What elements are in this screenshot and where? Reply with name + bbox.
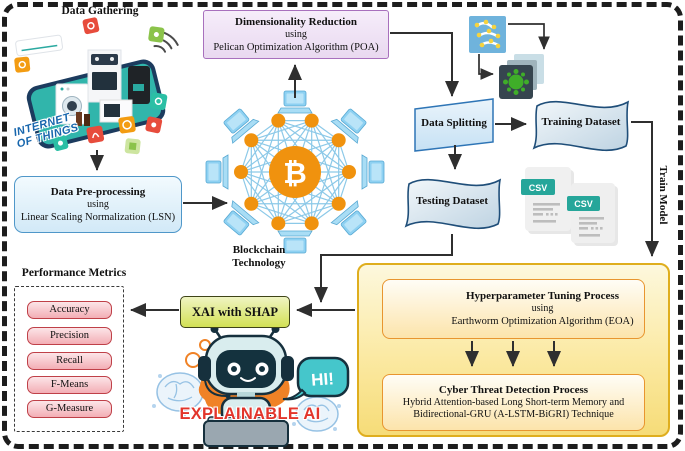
train-model-label: Train Model: [657, 165, 669, 225]
speech-text: HI!: [311, 369, 335, 390]
performance-metrics-box: [14, 286, 124, 432]
laptop-icon: [277, 90, 313, 114]
training-dataset-flag: [532, 100, 630, 151]
dim-reduction-title: Dimensionality Reduction: [235, 15, 357, 28]
stove-icon: [87, 49, 122, 103]
tuning-box: Hyperparameter Tuning Process using Eart…: [382, 279, 645, 339]
speech-bubble: HI!: [282, 356, 350, 401]
blockchain-node: [244, 196, 259, 211]
mesh-nodes: [234, 113, 356, 231]
app-icons: [14, 17, 168, 155]
testing-dataset-flag: [404, 178, 502, 229]
data-gathering-title: Data Gathering: [61, 5, 139, 17]
csv-file-icon: CSV: [521, 167, 574, 234]
detection-title: Cyber Threat Detection Process: [438, 384, 589, 396]
blockchain-node: [342, 165, 356, 179]
coffee-maker-icon: [128, 66, 150, 104]
blockchain-node: [244, 133, 259, 148]
performance-metrics-title: Performance Metrics: [21, 267, 127, 279]
laptop-icon: [205, 154, 229, 190]
data-splitting-label: Data Splitting: [421, 117, 487, 129]
preprocessing-using: using: [87, 198, 109, 210]
blockchain-node: [331, 133, 346, 148]
brain-icon: [292, 396, 341, 432]
dim-reduction-using: using: [285, 28, 307, 40]
bitcoin-symbol: ₿: [283, 156, 307, 190]
metric-recall: Recall: [27, 352, 112, 370]
tuning-title: Hyperparameter Tuning Process: [466, 290, 619, 302]
tuning-using: using: [531, 303, 554, 314]
training-dataset-label: Training Dataset: [541, 116, 621, 128]
csv-file-icon: CSV: [567, 183, 618, 246]
csv-badge: CSV: [529, 183, 548, 193]
testing-dataset-label: Testing Dataset: [415, 195, 488, 207]
blockchain-node: [234, 165, 248, 179]
metric-f-means: F-Means: [27, 376, 112, 394]
brain-icon: [152, 372, 207, 418]
dimensionality-reduction-box: Dimensionality Reduction using Pelican O…: [203, 10, 389, 59]
blockchain-label-line1: Blockchain: [232, 244, 286, 256]
ac-unit-icon: [15, 34, 64, 57]
blockchain-node: [304, 113, 319, 128]
dim-reduction-method: Pelican Optimization Algorithm (POA): [213, 41, 379, 53]
metric-accuracy: Accuracy: [27, 301, 112, 319]
blockchain-label: Blockchain Technology: [223, 244, 295, 270]
bottle-icon: [76, 112, 82, 126]
blockchain-node: [331, 196, 346, 211]
metric-precision: Precision: [27, 327, 112, 345]
explainable-ai-caption: EXPLAINABLE AI: [179, 405, 321, 423]
csv-badge: CSV: [574, 199, 593, 209]
preprocessing-box: Data Pre-processing using Linear Scaling…: [14, 176, 182, 233]
bottle-icon: [84, 114, 90, 126]
microwave-icon: [99, 99, 133, 123]
metric-g-measure: G-Measure: [27, 400, 112, 418]
blockchain-node: [271, 216, 286, 231]
malware-icon: [499, 54, 544, 99]
preprocessing-method: Linear Scaling Normalization (LSN): [20, 211, 176, 223]
detection-box: Cyber Threat Detection Process Hybrid At…: [382, 374, 645, 431]
robot-icon: HI!: [185, 325, 350, 447]
bitcoin-icon: [269, 146, 321, 198]
iot-illustration: [14, 17, 179, 155]
detection-line1: Hybrid Attention-based Long Short-term M…: [402, 397, 625, 408]
tuning-method: Earthworm Optimization Algorithm (EOA): [451, 316, 634, 327]
blockchain-node: [304, 216, 319, 231]
laptop-icon: [361, 154, 385, 190]
preprocessing-title: Data Pre-processing: [50, 185, 146, 198]
detection-line2: Bidirectional-GRU (A-LSTM-BiGRI) Techniq…: [413, 409, 614, 420]
blockchain-node: [271, 113, 286, 128]
blockchain-network: ₿: [205, 90, 385, 254]
xai-box: XAI with SHAP: [180, 296, 290, 328]
data-splitting-shape: [414, 98, 494, 152]
scatter-data-icon: [469, 16, 506, 53]
blockchain-label-line2: Technology: [232, 257, 286, 269]
